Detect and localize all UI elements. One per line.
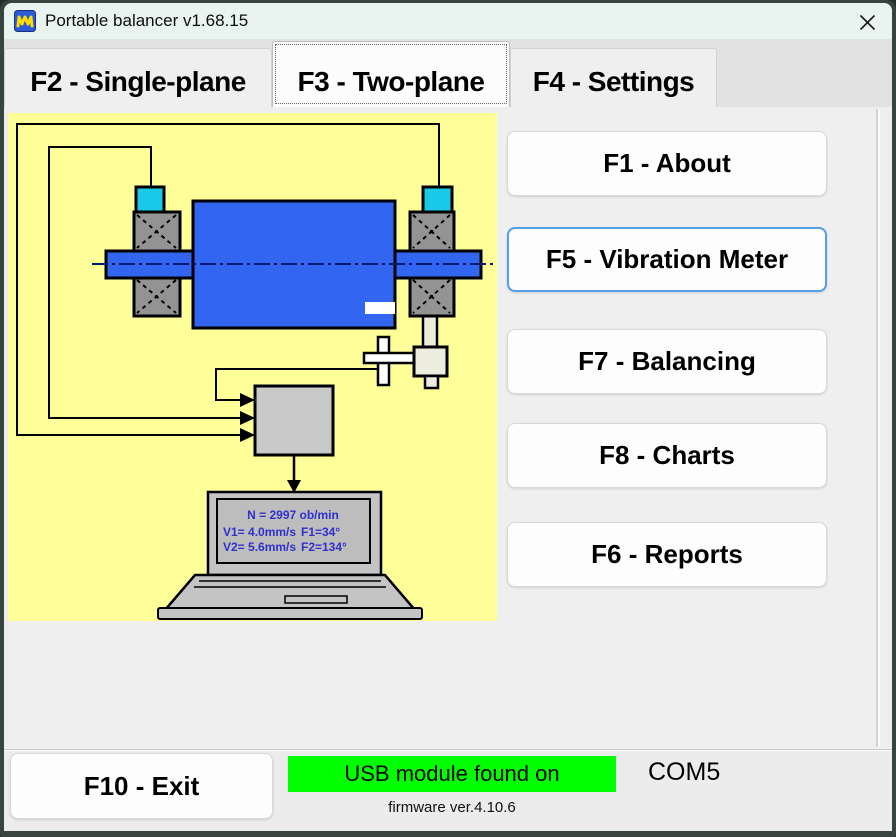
tab-single-plane[interactable]: F2 - Single-plane: [4, 48, 272, 107]
com-port-label: COM5: [648, 758, 721, 786]
laptop-screen-text: N = 2997 ob/min V1= 4.0mm/s F1=34° V2= 5…: [223, 508, 347, 554]
vibration-meter-button[interactable]: F5 - Vibration Meter: [507, 227, 827, 292]
firmware-version-label: firmware ver.4.10.6: [388, 799, 516, 816]
close-button[interactable]: [854, 10, 880, 34]
close-icon: [859, 14, 875, 30]
title-bar[interactable]: Portable balancer v1.68.15: [4, 3, 892, 39]
reflective-mark: [365, 302, 395, 314]
down-arrow: [287, 480, 301, 493]
tab-page-two-plane: N = 2997 ob/min V1= 4.0mm/s F1=34° V2= 5…: [4, 107, 892, 749]
sensor-wires: [16, 123, 440, 436]
about-button[interactable]: F1 - About: [507, 131, 827, 196]
balancing-button[interactable]: F7 - Balancing: [507, 329, 827, 394]
tab-settings[interactable]: F4 - Settings: [510, 48, 717, 107]
app-logo-icon: [14, 10, 36, 32]
measurement-unit: [253, 384, 335, 457]
svg-text:V1= 4.0mm/s: V1= 4.0mm/s: [223, 525, 296, 539]
tab-bar: F2 - Single-plane F3 - Two-plane F4 - Se…: [4, 39, 892, 107]
status-bar: F10 - Exit USB module found on firmware …: [4, 749, 892, 831]
svg-text:N = 2997 ob/min: N = 2997 ob/min: [247, 508, 339, 522]
page-edge-divider: [876, 109, 878, 747]
window-frame: Portable balancer v1.68.15 F2 - Single-p…: [4, 3, 892, 831]
signal-arrows: [240, 393, 255, 442]
exit-button[interactable]: F10 - Exit: [10, 753, 273, 819]
svg-text:F2=134°: F2=134°: [301, 540, 347, 554]
svg-text:F1=34°: F1=34°: [301, 525, 340, 539]
machine-diagram: N = 2997 ob/min V1= 4.0mm/s F1=34° V2= 5…: [8, 113, 497, 621]
vibration-sensor-left: [134, 185, 166, 214]
reports-button[interactable]: F6 - Reports: [507, 522, 827, 587]
usb-status-badge: USB module found on: [288, 756, 616, 792]
tab-two-plane[interactable]: F3 - Two-plane: [272, 41, 510, 107]
laptop-screen: [216, 498, 371, 564]
vibration-sensor-right: [421, 185, 454, 214]
charts-button[interactable]: F8 - Charts: [507, 423, 827, 488]
window-title: Portable balancer v1.68.15: [45, 11, 249, 30]
laptop: N = 2997 ob/min V1= 4.0mm/s F1=34° V2= 5…: [157, 490, 423, 620]
svg-text:V2= 5.6mm/s: V2= 5.6mm/s: [223, 540, 296, 554]
